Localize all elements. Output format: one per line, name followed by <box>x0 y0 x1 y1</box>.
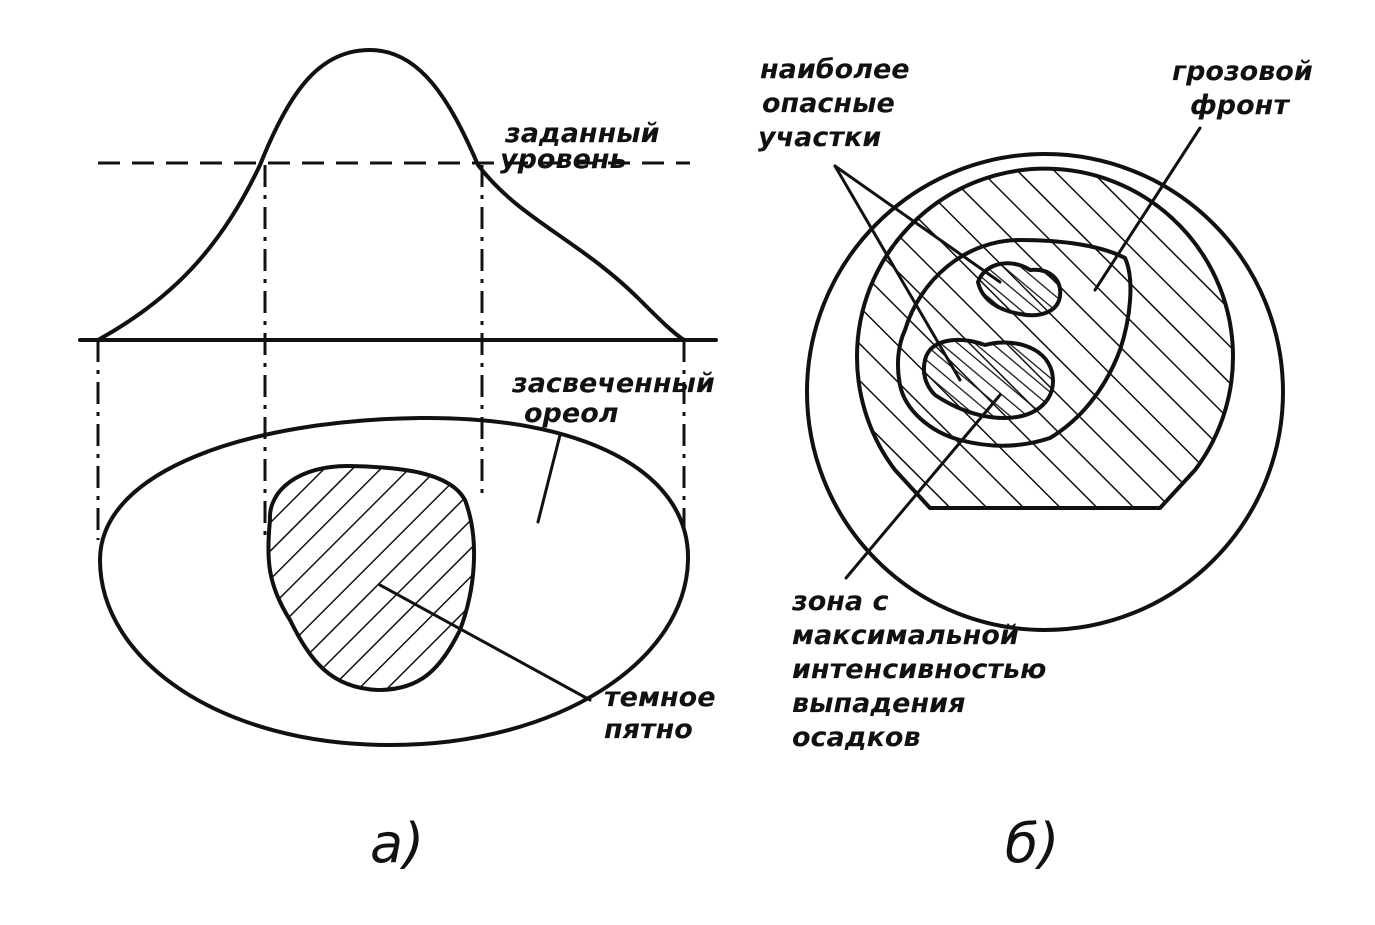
halo-label-line1: засвеченный <box>511 368 715 399</box>
halo-leader <box>536 433 562 524</box>
storm-front-leader <box>1093 126 1202 292</box>
panel-a: заданный уровень засвеченный ореол темно… <box>78 48 718 875</box>
max-intensity-zone <box>921 338 1055 420</box>
dangerous-leader-lower <box>833 164 962 382</box>
intensity-curve <box>96 48 686 342</box>
panel-a-label: а) <box>370 812 424 875</box>
set-level-label-line1: заданный <box>504 118 660 149</box>
max-zone-label-line3: интенсивностью <box>792 654 1046 685</box>
max-zone-label-line5: осадков <box>792 722 921 753</box>
illuminated-halo <box>98 415 691 747</box>
most-dangerous-label-line3: участки <box>758 122 881 153</box>
most-dangerous-label-line1: наиболее <box>760 54 910 85</box>
radar-outer-circle <box>805 152 1285 632</box>
dark-spot <box>266 463 477 692</box>
dark-spot-label-line2: пятно <box>604 714 693 745</box>
max-zone-label-line2: максимальной <box>792 620 1019 651</box>
halo-label-line2: ореол <box>524 398 619 429</box>
storm-front-label-line1: грозовой <box>1172 56 1313 87</box>
storm-front-label-line2: фронт <box>1190 90 1290 121</box>
max-zone-label-line4: выпадения <box>792 688 965 719</box>
storm-area <box>855 166 1235 510</box>
max-zone-label-line1: зона с <box>791 586 889 617</box>
storm-cell <box>895 238 1133 448</box>
most-dangerous-label-line2: опасные <box>762 88 895 119</box>
set-level-label-line2: уровень <box>500 144 627 175</box>
dark-spot-label-line1: темное <box>604 682 716 713</box>
max-zone-leader <box>844 393 1002 580</box>
dangerous-leader-upper <box>833 164 1002 284</box>
dark-spot-leader <box>378 583 592 702</box>
panel-b: наиболее опасные участки грозовой фронт … <box>758 54 1313 875</box>
dangerous-spot-upper <box>976 261 1063 318</box>
panel-b-label: б) <box>1005 812 1059 875</box>
